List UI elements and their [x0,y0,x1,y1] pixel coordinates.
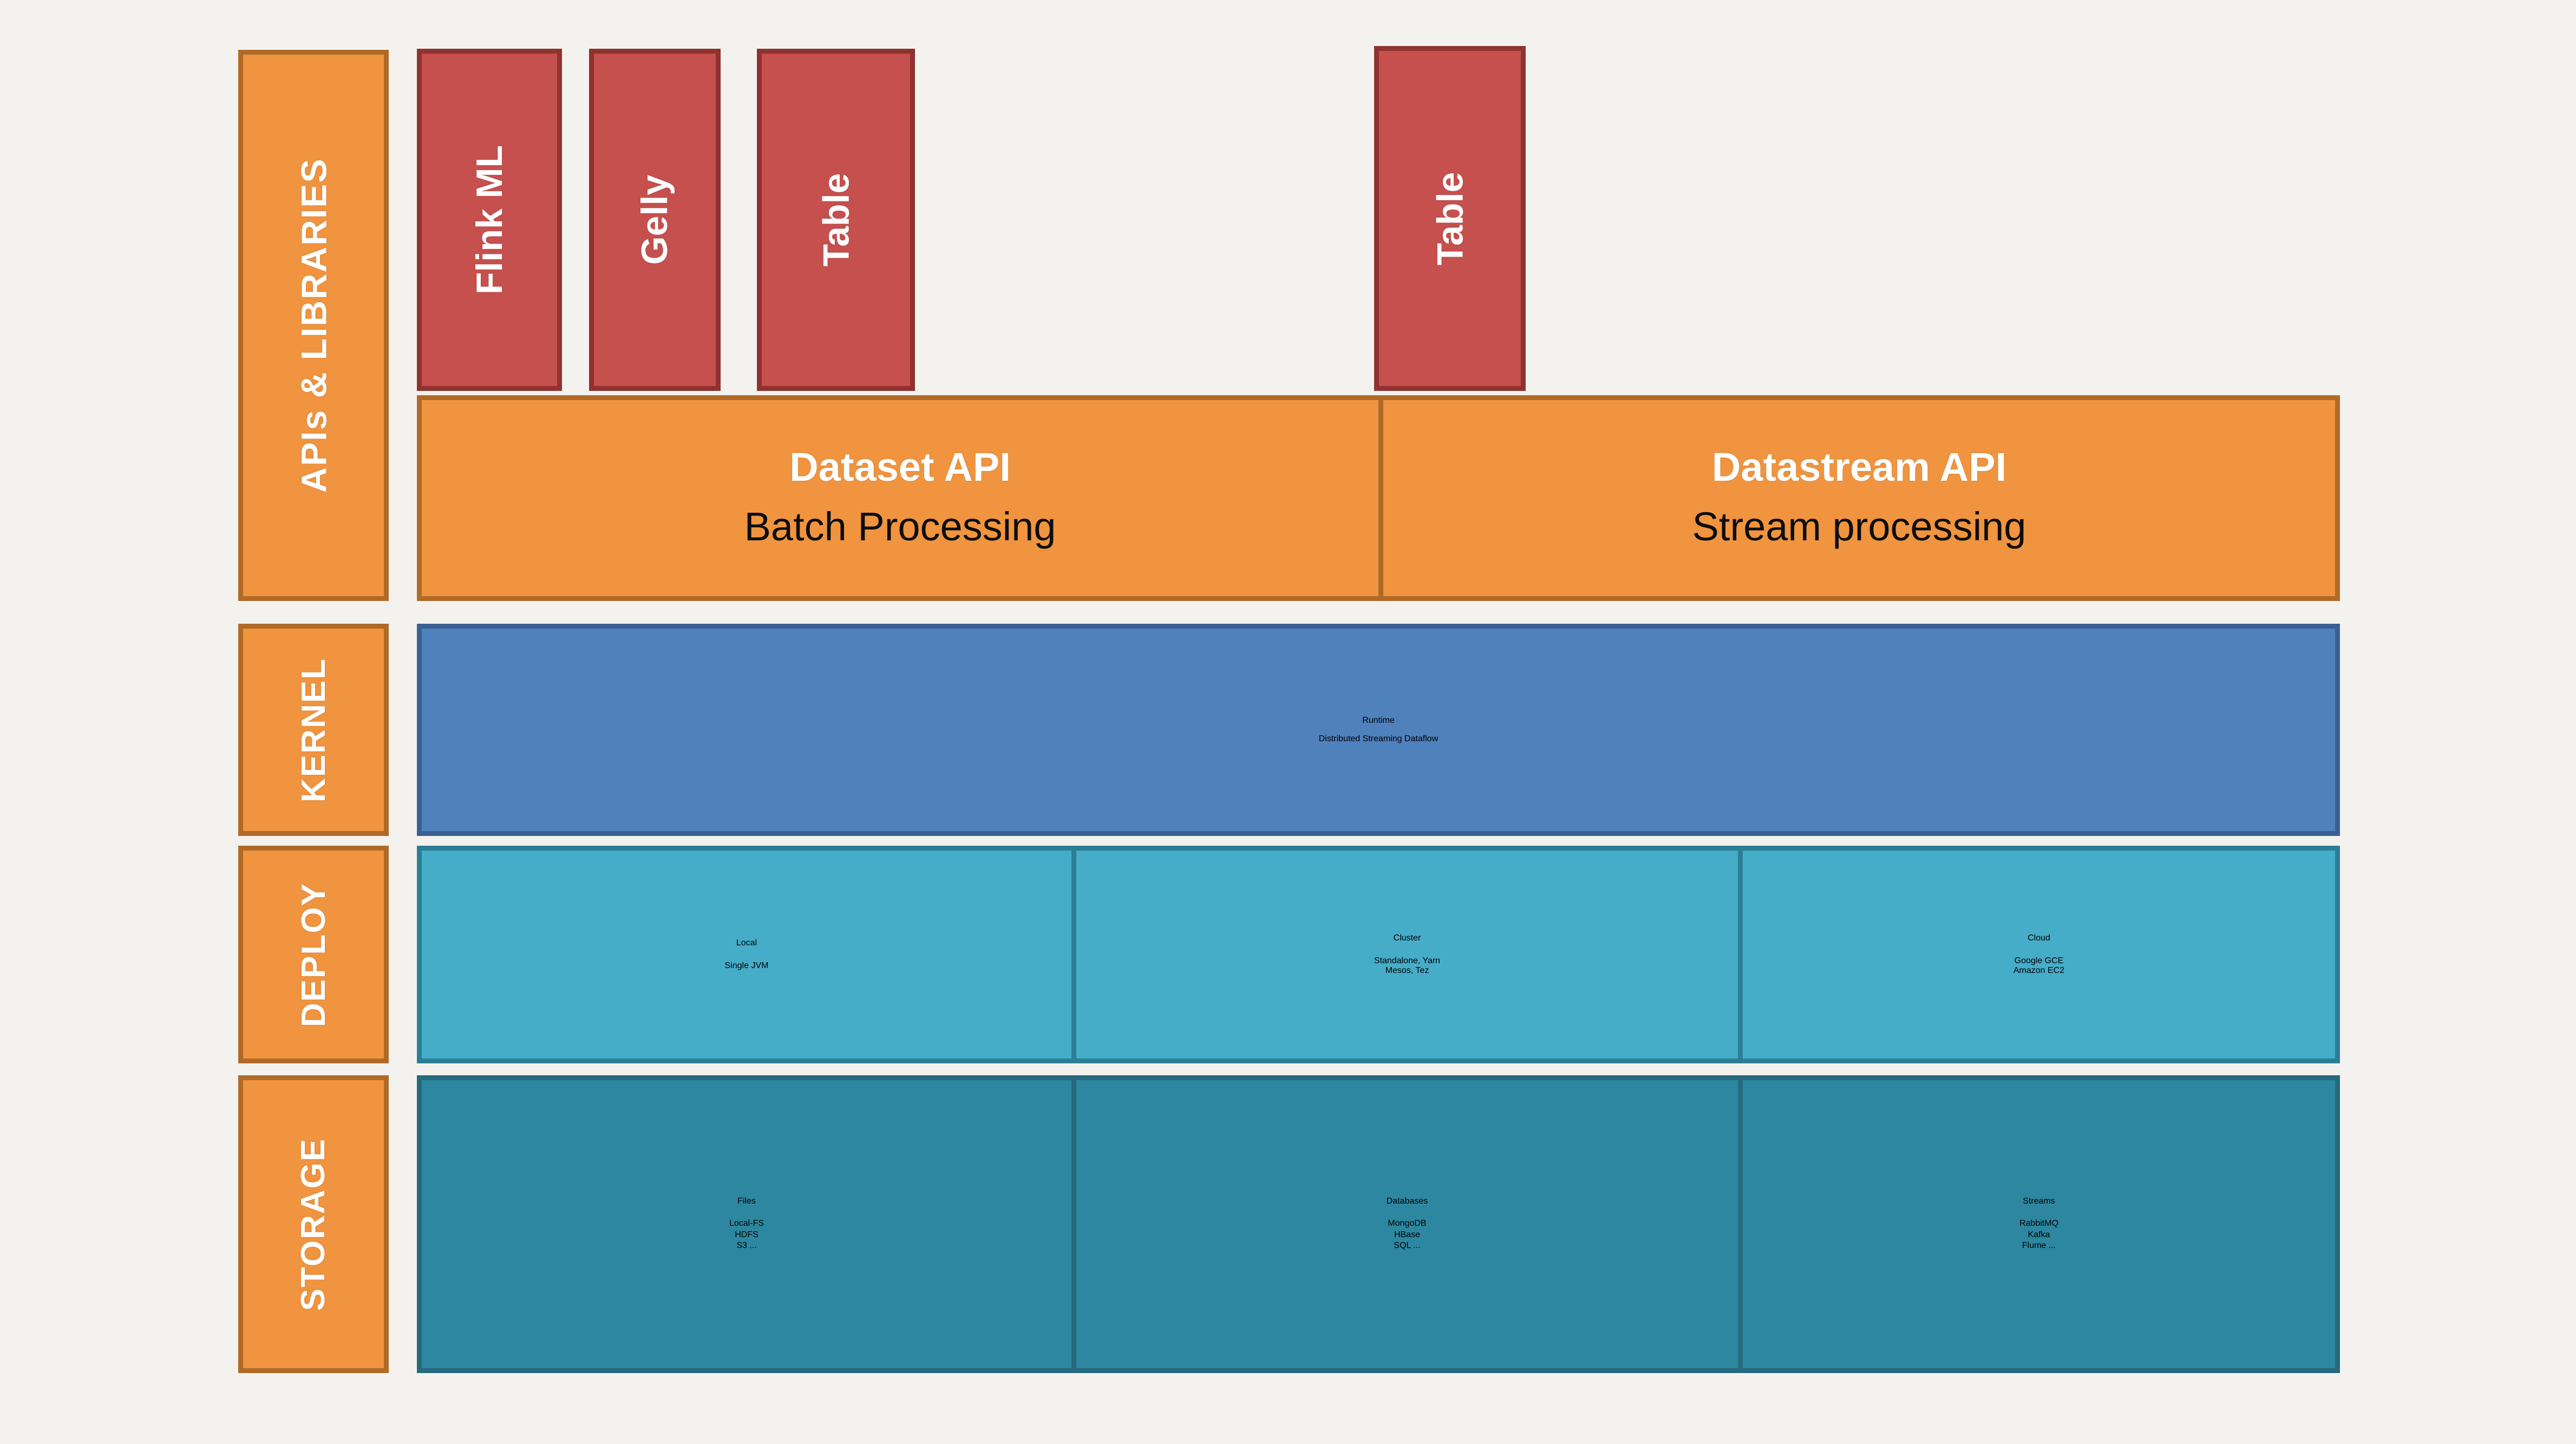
storage-layer-band: Files Local-FS HDFS S3 ... Databases Mon… [417,1075,2340,1373]
deploy-cell-cloud-line-0: Google GCE [2014,956,2064,965]
library-chip-table-batch-label: Table [815,173,857,267]
deploy-cell-cluster-title: Cluster [1393,933,1421,943]
deploy-cell-cluster-line-0: Standalone, Yarn [1374,956,1441,965]
storage-cell-databases-line-0: MongoDB [1388,1218,1427,1228]
kernel-subtitle: Distributed Streaming Dataflow [1318,734,1439,743]
spine-storage-label: STORAGE [295,1138,332,1311]
storage-cell-files-line-1: HDFS [735,1230,759,1239]
storage-cell-databases-title: Databases [1386,1196,1428,1206]
storage-cell-databases-line-2: SQL ... [1394,1241,1421,1251]
storage-cell-databases: Databases MongoDB HBase SQL ... [1076,1080,1743,1368]
api-layer-band: Dataset API Batch Processing Datastream … [417,395,2340,601]
storage-cell-files: Files Local-FS HDFS S3 ... [422,1080,1076,1368]
storage-cell-files-title: Files [737,1196,756,1206]
spine-deploy-label: DEPLOY [295,882,332,1027]
spine-kernel-label: KERNEL [295,657,332,802]
deploy-cell-local: Local Single JVM [422,851,1076,1059]
library-chip-gelly: Gelly [589,49,721,391]
storage-cell-streams-line-0: RabbitMQ [2019,1218,2059,1228]
spine-apis-label: APIs & LIBRARIES [293,158,334,493]
spine-deploy: DEPLOY [238,846,389,1063]
deploy-cell-cloud-title: Cloud [2028,933,2050,943]
storage-cell-databases-line-1: HBase [1394,1230,1421,1239]
library-chip-gelly-label: Gelly [634,174,676,265]
kernel-layer-band: Runtime Distributed Streaming Dataflow [417,624,2340,836]
api-cell-datastream-title: Datastream API [1711,444,2007,489]
deploy-cell-cluster: Cluster Standalone, Yarn Mesos, Tez [1076,851,1743,1059]
deploy-cell-cluster-line-1: Mesos, Tez [1385,966,1429,975]
library-chip-table-stream: Table [1374,46,1526,391]
library-chip-table-batch: Table [757,49,915,391]
deploy-layer-band: Local Single JVM Cluster Standalone, Yar… [417,846,2340,1063]
storage-cell-files-line-0: Local-FS [729,1218,764,1228]
api-cell-dataset-title: Dataset API [789,444,1011,489]
deploy-cell-cloud-line-1: Amazon EC2 [2013,966,2065,975]
kernel-title: Runtime [1362,716,1395,725]
spine-apis-and-libraries: APIs & LIBRARIES [238,50,389,601]
spine-kernel: KERNEL [238,624,389,836]
storage-cell-files-line-2: S3 ... [736,1241,757,1251]
library-chip-flink-ml-label: Flink ML [469,145,511,295]
spine-storage: STORAGE [238,1075,389,1373]
api-cell-dataset-subtitle: Batch Processing [744,504,1056,549]
deploy-cell-local-line-0: Single JVM [724,961,769,970]
library-chip-flink-ml: Flink ML [417,49,562,391]
api-cell-datastream-subtitle: Stream processing [1692,504,2026,549]
storage-cell-streams-line-1: Kafka [2028,1230,2050,1239]
deploy-cell-cloud: Cloud Google GCE Amazon EC2 [1743,851,2335,1059]
api-cell-dataset: Dataset API Batch Processing [422,400,1383,596]
library-chip-table-stream-label: Table [1429,172,1470,265]
deploy-cell-local-title: Local [736,938,757,948]
storage-cell-streams-title: Streams [2023,1196,2055,1206]
storage-cell-streams: Streams RabbitMQ Kafka Flume ... [1743,1080,2335,1368]
api-cell-datastream: Datastream API Stream processing [1383,400,2335,596]
storage-cell-streams-line-2: Flume ... [2022,1241,2056,1251]
